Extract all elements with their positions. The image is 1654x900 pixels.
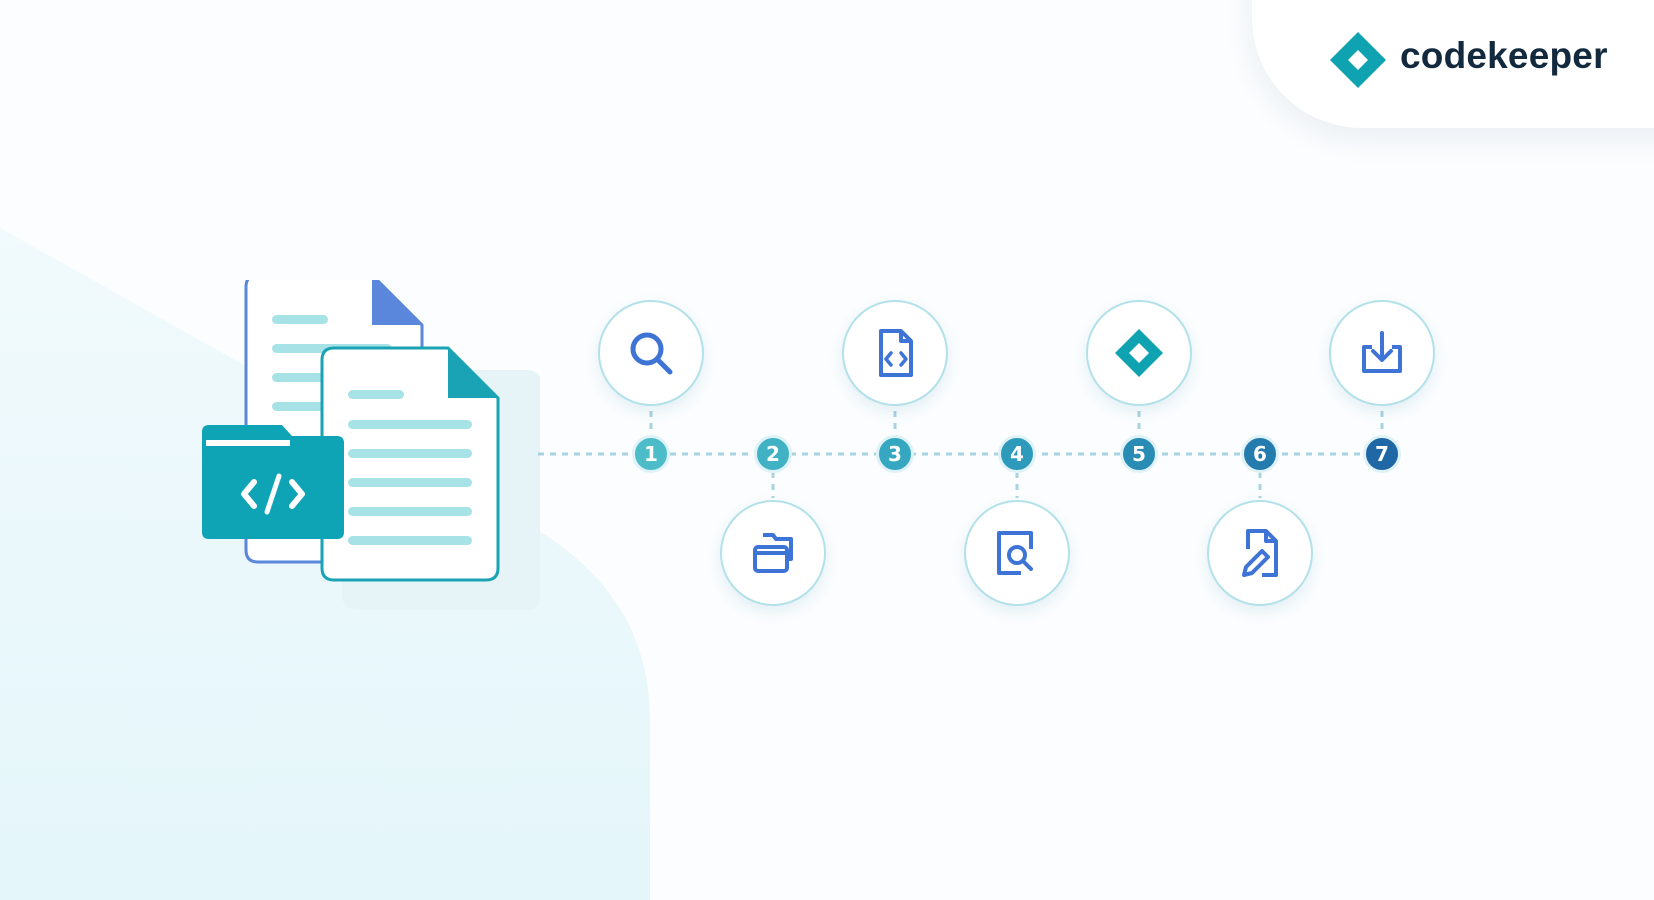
code-documents-illustration — [202, 280, 540, 610]
document-search-icon — [997, 531, 1033, 575]
step-3-circle — [842, 300, 948, 406]
step-badge: 2 — [754, 435, 792, 473]
code-file-icon — [879, 329, 913, 377]
step-badge: 6 — [1241, 435, 1279, 473]
logo-card — [1252, 0, 1654, 128]
step-badge: 5 — [1120, 435, 1158, 473]
step-badge: 1 — [632, 435, 670, 473]
codekeeper-logo-icon — [1330, 32, 1386, 88]
codekeeper-logo-icon — [1115, 329, 1163, 377]
step-7-circle — [1329, 300, 1435, 406]
step-badge: 7 — [1363, 435, 1401, 473]
folders-icon — [753, 533, 793, 573]
download-icon — [1362, 331, 1402, 373]
step-2-circle — [720, 500, 826, 606]
step-6-circle — [1207, 500, 1313, 606]
front-document-icon — [320, 346, 500, 582]
step-1-circle — [598, 300, 704, 406]
step-badge: 3 — [876, 435, 914, 473]
file-edit-icon — [1242, 529, 1278, 577]
step-5-circle — [1086, 300, 1192, 406]
search-icon — [630, 332, 673, 375]
step-badge: 4 — [998, 435, 1036, 473]
brand-name: codekeeper — [1400, 35, 1608, 76]
step-4-circle — [964, 500, 1070, 606]
code-folder-icon — [202, 425, 344, 539]
